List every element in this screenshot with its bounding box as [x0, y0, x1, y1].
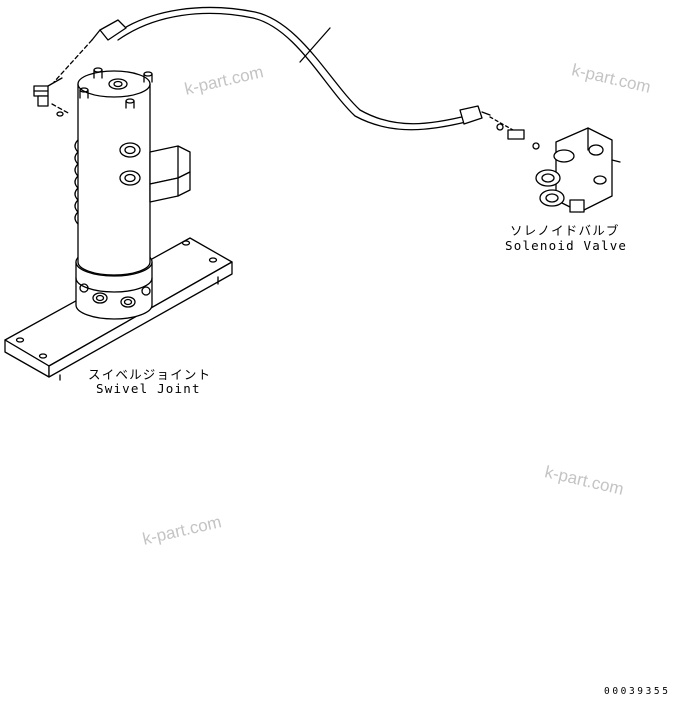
- solenoid-valve-label-jp: ソレノイドバルブ: [510, 223, 620, 238]
- swivel-joint: [74, 67, 191, 320]
- hose: [53, 6, 491, 131]
- connector-fittings: [489, 116, 540, 150]
- drawing-number: 00039355: [604, 686, 671, 697]
- solenoid-valve-label-en: Solenoid Valve: [505, 238, 628, 253]
- elbow-fitting: [33, 77, 71, 117]
- solenoid-valve: [535, 127, 621, 213]
- swivel-joint-label-jp: スイベルジョイント: [88, 367, 212, 382]
- swivel-joint-label-en: Swivel Joint: [96, 381, 201, 396]
